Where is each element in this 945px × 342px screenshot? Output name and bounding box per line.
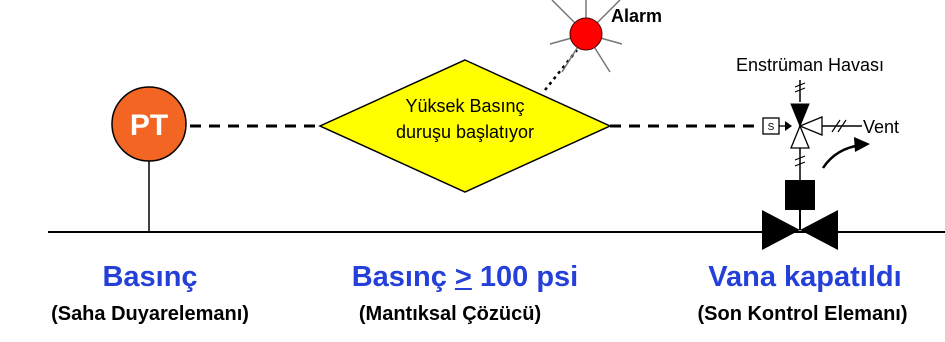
actuator-line-hatches	[794, 155, 806, 167]
column-subtitle-final-element: (Son Kontrol Elemanı)	[697, 303, 908, 325]
instrument-air-label: Enstrüman Havası	[736, 55, 884, 75]
three-way-valve-bottom	[790, 124, 810, 149]
column-title-logic: Basınç > 100 psi	[300, 261, 630, 294]
solenoid-arrow-icon	[785, 121, 792, 131]
vent-line-hatches	[831, 119, 847, 133]
valve-actuator	[785, 180, 815, 210]
alarm-lamp	[569, 17, 603, 51]
three-way-valve-top	[790, 103, 810, 128]
air-line-hatches	[794, 82, 806, 93]
column-title-final-element: Vana kapatıldı	[708, 261, 902, 293]
pressure-transmitter	[111, 86, 187, 162]
logic-text-line1: Yüksek Basınç	[405, 96, 524, 116]
logic-solver-diamond	[318, 59, 612, 193]
logic-title-post: 100 psi	[471, 261, 579, 293]
vent-arrowhead-icon	[854, 137, 870, 152]
logic-title-symbol: >	[454, 261, 472, 293]
column-subtitle-logic: (Mantıksal Çözücü)	[358, 303, 542, 325]
logic-title-pre: Basınç	[351, 261, 455, 293]
solenoid-mark: S	[768, 122, 775, 133]
alarm-label: Alarm	[611, 6, 662, 26]
vent-label: Vent	[863, 117, 899, 137]
column-subtitle-sensor: (Saha Duyarelemanı)	[51, 303, 249, 325]
logic-text-line2: duruşu başlatıyor	[396, 122, 534, 142]
valve-body-icon	[762, 210, 838, 250]
column-title-sensor: Basınç	[102, 261, 198, 293]
three-way-valve-vent-side	[798, 116, 823, 136]
transmitter-tag: PT	[130, 109, 168, 142]
